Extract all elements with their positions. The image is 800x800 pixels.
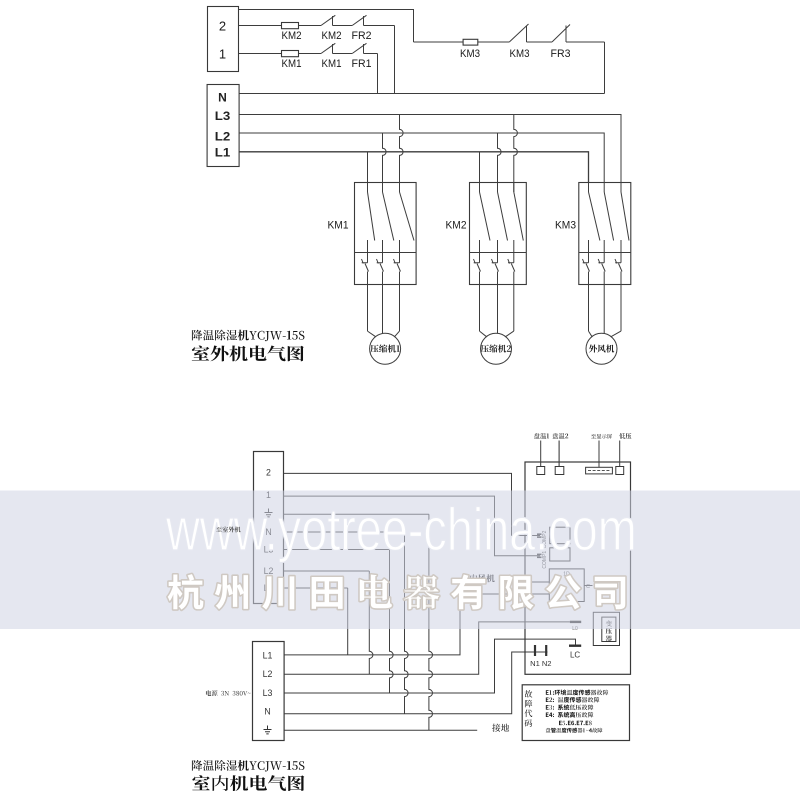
svg-text:L1: L1 (263, 650, 273, 660)
svg-text:KM2: KM2 (322, 30, 342, 42)
svg-text:L2: L2 (263, 669, 273, 679)
svg-text:KM1: KM1 (282, 58, 302, 70)
svg-text:KM2: KM2 (446, 220, 467, 232)
svg-text:FR3: FR3 (551, 48, 571, 60)
svg-text:KM2: KM2 (282, 30, 302, 42)
svg-text:KM3: KM3 (510, 48, 530, 60)
svg-text:KM3: KM3 (555, 220, 576, 232)
svg-text:LC: LC (570, 651, 580, 660)
svg-text:2: 2 (266, 468, 271, 478)
svg-text:N2: N2 (542, 659, 552, 668)
svg-text:L3: L3 (215, 109, 231, 123)
svg-text:1: 1 (219, 47, 226, 62)
svg-text:FR2: FR2 (352, 30, 372, 42)
svg-text:N: N (264, 706, 270, 716)
svg-text:L2: L2 (215, 130, 231, 144)
svg-text:www.yotree-china.com: www.yotree-china.com (165, 496, 637, 563)
svg-text:2: 2 (219, 19, 226, 34)
svg-text:N: N (218, 91, 227, 105)
svg-text:N1: N1 (530, 659, 540, 668)
svg-text:KM3: KM3 (460, 48, 480, 60)
svg-text:FR1: FR1 (352, 58, 372, 70)
svg-text:KM1: KM1 (322, 58, 342, 70)
svg-text:KM1: KM1 (328, 220, 349, 232)
svg-text:L3: L3 (263, 688, 273, 698)
svg-text:L1: L1 (215, 146, 231, 160)
